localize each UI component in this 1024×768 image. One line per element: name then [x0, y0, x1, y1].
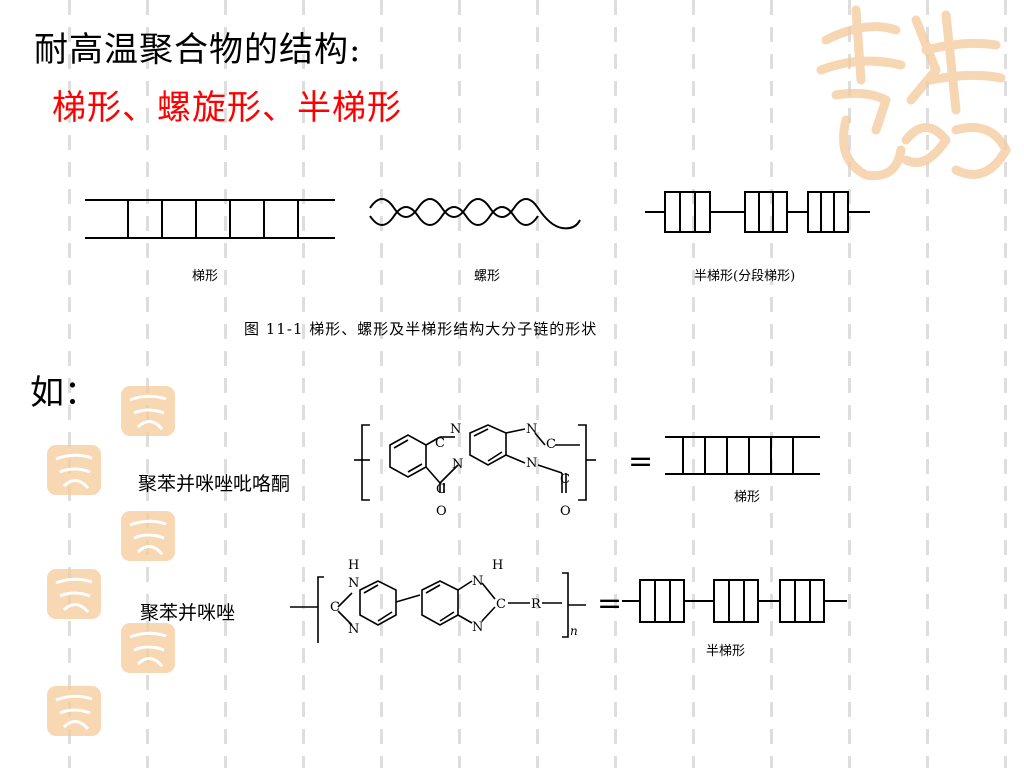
atom-C: C	[435, 436, 445, 451]
decorative-seal	[46, 444, 102, 500]
atom-H: H	[492, 558, 503, 573]
atom-N: N	[452, 457, 463, 472]
polymer2-type-label: 半梯形	[706, 644, 746, 659]
decorative-seal	[46, 685, 102, 741]
atom-O: O	[436, 504, 447, 519]
semi-ladder-diagram	[645, 191, 870, 233]
decorative-seal	[120, 385, 176, 441]
polymer2-equals: =	[597, 586, 623, 621]
polymer2-structure: H N C N H N C R N n	[290, 558, 586, 643]
atom-H: H	[348, 558, 359, 573]
polymer2-name: 聚苯并咪唑	[140, 602, 236, 624]
ladder-diagram	[85, 199, 335, 239]
atom-C: C	[330, 600, 340, 615]
polymer1-equals: =	[628, 444, 654, 479]
atom-N: N	[526, 422, 537, 437]
decorative-seal-large	[816, 5, 1011, 181]
decorative-seal	[120, 622, 176, 678]
decorative-seal	[46, 568, 102, 624]
subscript-n: n	[570, 624, 578, 638]
slide-subtitle: 梯形、螺旋形、半梯形	[52, 88, 402, 128]
atom-N: N	[450, 422, 461, 437]
polymer2-semi-ladder	[622, 579, 847, 623]
polymer1-name: 聚苯并咪唑吡咯酮	[138, 473, 291, 495]
polymer1-ladder	[665, 436, 820, 475]
atom-C: C	[436, 482, 446, 497]
atom-O: O	[560, 504, 571, 519]
figure-caption: 图 11-1 梯形、螺形及半梯形结构大分子链的形状	[244, 320, 598, 338]
slide-title: 耐高温聚合物的结构:	[34, 30, 362, 70]
spiral-diagram	[369, 198, 581, 230]
label-spiral: 螺形	[474, 269, 501, 284]
atom-N: N	[348, 622, 359, 637]
polymer1-type-label: 梯形	[734, 490, 761, 505]
atom-C: C	[560, 472, 570, 487]
structure-figure	[85, 191, 870, 239]
decorative-seal	[120, 510, 176, 566]
atom-N: N	[472, 574, 483, 589]
atom-C: C	[496, 597, 506, 612]
label-ladder: 梯形	[192, 269, 219, 284]
label-semi-ladder: 半梯形(分段梯形)	[694, 269, 796, 284]
atom-R: R	[531, 597, 542, 612]
atom-N: N	[348, 576, 359, 591]
example-label: 如：	[30, 373, 98, 413]
polymer1-structure: N C N N C N C C O O	[354, 422, 596, 519]
atom-C: C	[546, 437, 556, 452]
atom-N: N	[526, 456, 537, 471]
atom-N: N	[472, 620, 483, 635]
